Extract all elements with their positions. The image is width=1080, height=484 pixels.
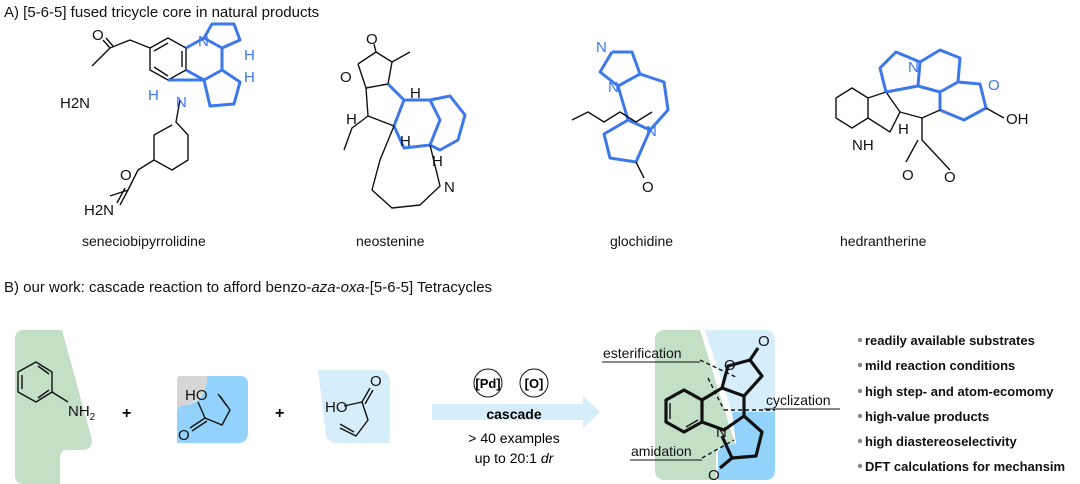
structure-glochidine bbox=[571, 50, 670, 179]
atom-o: O bbox=[92, 27, 104, 44]
cyclization-label: cyclization bbox=[766, 392, 831, 408]
esterification-label: esterification bbox=[603, 345, 682, 361]
atom-o: O bbox=[944, 169, 956, 186]
atom-o: O bbox=[988, 77, 1000, 94]
structure-aniline bbox=[17, 361, 69, 403]
atom-o: O bbox=[724, 357, 736, 374]
aniline-highlight bbox=[15, 330, 92, 484]
catalyst-label: [Pd] bbox=[475, 376, 500, 391]
atom-ho: HO bbox=[325, 399, 348, 416]
atom-n: N bbox=[444, 179, 455, 196]
atom-h: H bbox=[410, 85, 421, 102]
atom-h: H bbox=[244, 47, 255, 64]
atom-h2n: H2N bbox=[84, 202, 114, 219]
structure-product bbox=[602, 347, 840, 470]
atom-o: O bbox=[758, 333, 770, 350]
atom-o: O bbox=[340, 69, 352, 86]
section-b-title: B) our work: cascade reaction to afford … bbox=[4, 279, 492, 296]
structure-acid2 bbox=[339, 387, 374, 437]
reaction-arrow bbox=[432, 396, 600, 428]
compound-name: hedrantherine bbox=[840, 233, 927, 249]
atom-o: O bbox=[178, 427, 190, 444]
feature-item: DFT calculations for mechansim bbox=[865, 459, 1065, 474]
compound-name: glochidine bbox=[610, 233, 673, 249]
cascade-label: cascade bbox=[486, 406, 541, 422]
atom-o: O bbox=[708, 467, 720, 484]
feature-item: mild reaction conditions bbox=[865, 358, 1015, 373]
atom-n: N bbox=[608, 79, 619, 96]
acid1-gray-highlight bbox=[177, 376, 207, 412]
atom-n: N bbox=[596, 39, 607, 56]
acid1-highlight bbox=[177, 376, 248, 443]
structure-hedrantherine bbox=[835, 48, 1005, 171]
product-green-highlight bbox=[655, 330, 735, 480]
atom-h: H bbox=[244, 69, 255, 86]
dr-label: up to 20:1 dr bbox=[475, 450, 555, 466]
feature-item: readily available substrates bbox=[865, 333, 1035, 348]
atom-n: N bbox=[646, 123, 657, 140]
examples-label: > 40 examples bbox=[468, 430, 559, 446]
atom-n: N bbox=[716, 424, 727, 441]
atom-n: N bbox=[176, 94, 187, 111]
structure-seneciobipyrrolidine bbox=[91, 22, 242, 206]
atom-o: O bbox=[902, 167, 914, 184]
compound-name: neostenine bbox=[356, 233, 425, 249]
catalyst-cycle-icon bbox=[473, 368, 503, 398]
atom-nh: NH bbox=[852, 137, 874, 154]
atom-h: H bbox=[432, 153, 443, 170]
atom-o: O bbox=[370, 373, 382, 390]
amidation-label: amidation bbox=[631, 443, 692, 459]
structure-neostenine bbox=[343, 43, 467, 209]
feature-item: high step- and atom-ecomomy bbox=[865, 384, 1054, 399]
plus-sign: + bbox=[275, 405, 284, 422]
atom-n: N bbox=[198, 33, 209, 50]
atom-o: O bbox=[366, 31, 378, 48]
oxidant-cycle-icon bbox=[519, 368, 549, 398]
plus-sign: + bbox=[122, 405, 131, 422]
atom-o: O bbox=[642, 179, 654, 196]
features-list: readily available substrates mild reacti… bbox=[857, 333, 1065, 474]
atom-n: N bbox=[908, 59, 919, 76]
atom-ho: HO bbox=[185, 387, 208, 404]
oxidant-label: [O] bbox=[525, 376, 544, 391]
structure-acid1 bbox=[189, 393, 231, 432]
acid2-highlight bbox=[318, 370, 390, 443]
atom-o: O bbox=[120, 167, 132, 184]
compound-name: seneciobipyrrolidine bbox=[82, 233, 206, 249]
atom-h: H bbox=[400, 133, 411, 150]
section-a-title: A) [5-6-5] fused tricycle core in natura… bbox=[4, 4, 319, 21]
atom-h: H bbox=[148, 87, 159, 104]
atom-h2n: H2N bbox=[60, 95, 90, 112]
atom-h: H bbox=[898, 121, 909, 138]
atom-oh: OH bbox=[1006, 111, 1029, 128]
atom-h: H bbox=[346, 111, 357, 128]
feature-item: high diastereoselectivity bbox=[865, 434, 1017, 449]
atom-nh2: NH2 bbox=[68, 403, 96, 423]
feature-item: high-value products bbox=[865, 409, 989, 424]
